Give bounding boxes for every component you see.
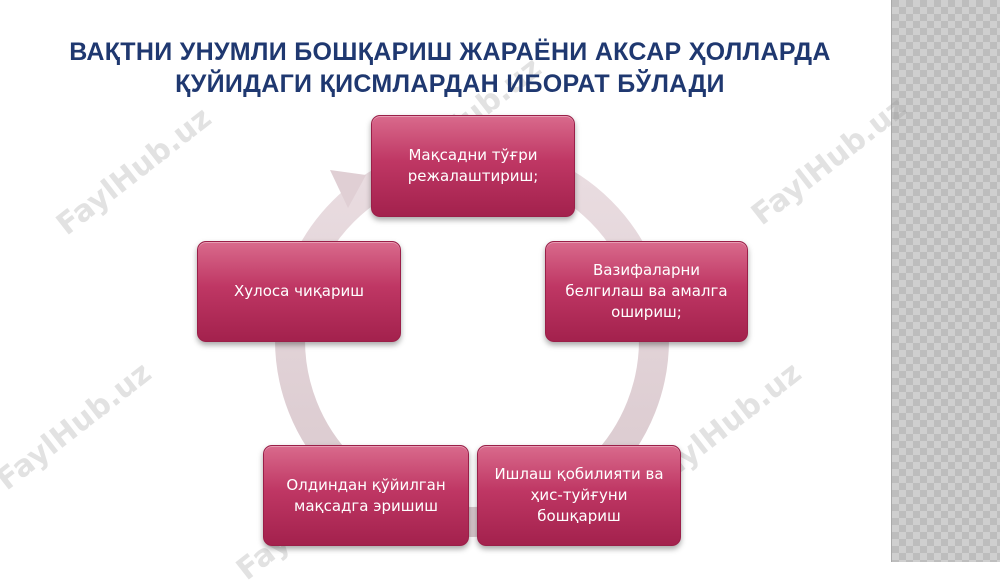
- cycle-step-2-label: Вазифаларни белгилаш ва амалга ошириш;: [565, 261, 728, 321]
- cycle-step-1-label: Мақсадни тўғри режалаштириш;: [407, 146, 539, 185]
- cycle-step-4-label: Олдиндан қўйилган мақсадга эришиш: [286, 475, 446, 515]
- page-title: ВАҚТНИ УНУМЛИ БОШҚАРИШ ЖАРАЁНИ АКСАР ҲОЛ…: [10, 36, 890, 100]
- cycle-step-5-label: Хулоса чиқариш: [234, 282, 364, 300]
- cycle-step-1: Мақсадни тўғри режалаштириш;: [371, 115, 575, 217]
- cycle-step-5: Хулоса чиқариш: [197, 241, 401, 342]
- side-pattern-decoration: [891, 0, 1000, 562]
- page-title-line-1: ВАҚТНИ УНУМЛИ БОШҚАРИШ ЖАРАЁНИ АКСАР ҲОЛ…: [69, 38, 831, 66]
- page-title-line-2: ҚУЙИДАГИ ҚИСМЛАРДАН ИБОРАТ БЎЛАДИ: [175, 70, 725, 98]
- cycle-step-4: Олдиндан қўйилган мақсадга эришиш: [263, 445, 469, 546]
- cycle-step-3: Ишлаш қобилияти ва ҳис-туйғуни бошқариш: [477, 445, 681, 546]
- cycle-step-3-label: Ишлаш қобилияти ва ҳис-туйғуни бошқариш: [494, 465, 664, 525]
- cycle-arrow-head-icon: [330, 170, 366, 208]
- cycle-step-2: Вазифаларни белгилаш ва амалга ошириш;: [545, 241, 748, 342]
